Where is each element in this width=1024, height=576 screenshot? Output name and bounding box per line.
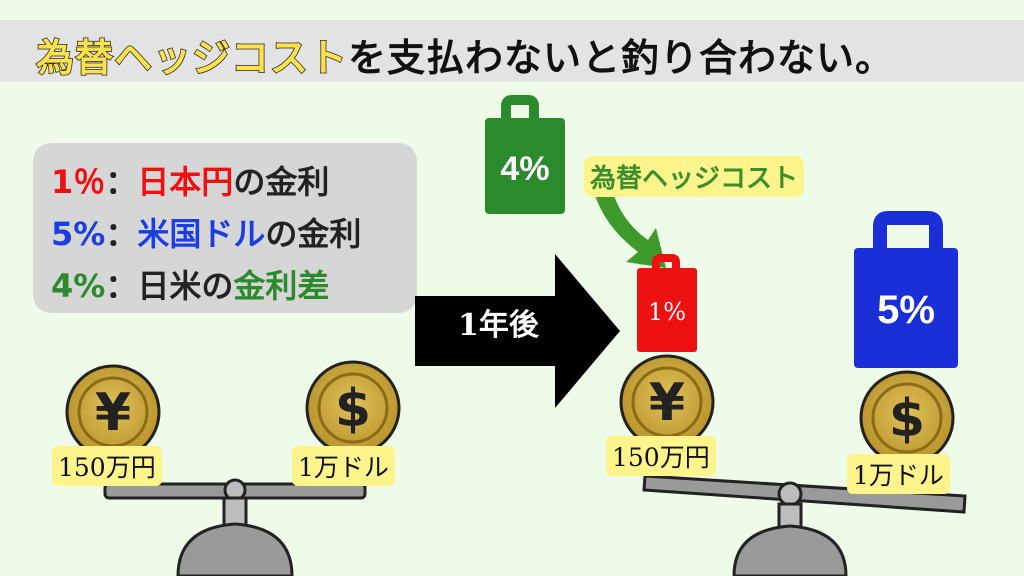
right-balance-scale [642,474,967,576]
right-dollar-coin [859,370,955,466]
left-yen-symbol: ¥ [94,383,132,443]
hedge-cost-arrow [594,190,666,268]
left-dollar-amount: 1万ドル [292,446,395,486]
hedge-cost-tag: 為替ヘッジコスト [584,156,805,197]
right-yen-symbol: ¥ [648,373,686,433]
left-balance-scale [103,478,367,576]
title-highlight: 為替ヘッジコスト [35,35,349,81]
right-dollar-amount: 1万ドル [847,454,950,494]
interest-legend-box: 1％：日本円の金利 5%：米国ドルの金利 4%：日米の金利差 [33,143,417,313]
one-year-arrow [415,254,620,408]
blue-weight-label: 5% [877,288,935,332]
left-dollar-symbol: $ [334,379,372,439]
blue-weight [854,211,958,368]
one-year-later-label: 1年後 [458,308,539,343]
green-weight [485,95,565,214]
left-yen-amount: 150万円 [52,446,162,486]
red-weight [637,254,697,352]
header-bar [0,20,1024,82]
legend-dollar-rate: 5%：米国ドルの金利 [51,215,362,253]
legend-yen-rate: 1％：日本円の金利 [51,163,330,201]
right-dollar-symbol: $ [888,389,926,449]
page-title: 為替ヘッジコストを支払わないと釣り合わない。 [35,27,895,82]
legend-rate-diff: 4%：日米の金利差 [51,267,330,305]
red-weight-label: 1% [647,298,687,326]
green-weight-label: 4% [500,150,550,188]
title-rest: を支払わないと釣り合わない。 [348,36,895,80]
right-yen-amount: 150万円 [606,436,716,476]
